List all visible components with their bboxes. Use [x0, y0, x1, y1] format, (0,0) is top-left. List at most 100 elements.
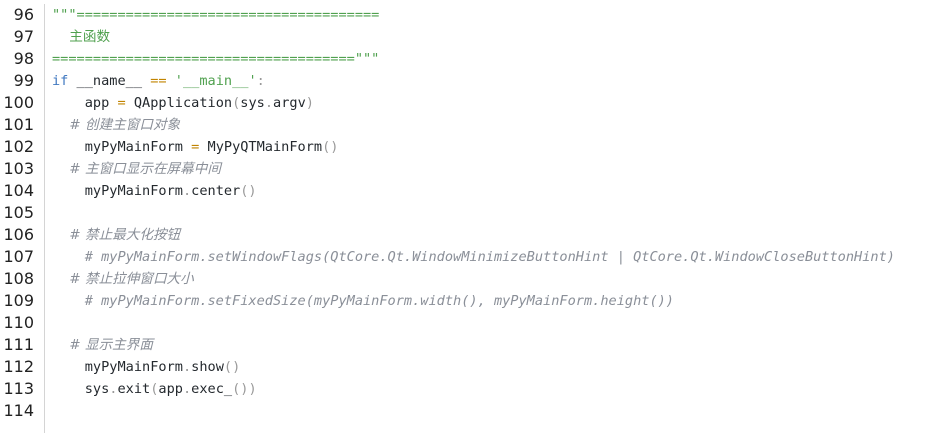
line-number: 113: [3, 379, 34, 398]
code-token: sys: [52, 381, 110, 397]
code-token: # 禁止最大化按钮: [52, 227, 181, 243]
code-token: (: [150, 381, 159, 397]
code-token: =: [117, 95, 126, 111]
code-line[interactable]: 104 myPyMainForm.center(): [0, 180, 929, 202]
line-code: myPyMainForm.show(): [52, 356, 241, 378]
code-line[interactable]: 103 # 主窗口显示在屏幕中间: [0, 158, 929, 180]
code-token: .: [182, 381, 192, 397]
line-code: # myPyMainForm.setWindowFlags(QtCore.Qt.…: [52, 246, 895, 268]
line-number: 104: [3, 181, 34, 200]
code-line[interactable]: 108 # 禁止拉伸窗口大小: [0, 268, 929, 290]
line-code: =====================================""": [52, 48, 379, 70]
code-token: myPyMainForm: [52, 183, 183, 199]
code-token: (): [240, 183, 257, 199]
line-number: 101: [3, 115, 34, 134]
line-number: 103: [3, 159, 34, 178]
code-token: .: [264, 95, 274, 111]
code-token: .: [182, 359, 192, 375]
line-number-gutter: [0, 4, 45, 433]
code-token: # 创建主窗口对象: [52, 117, 181, 133]
line-code: # 禁止拉伸窗口大小: [52, 268, 194, 290]
code-token: __name__: [68, 73, 151, 89]
code-line[interactable]: 101 # 创建主窗口对象: [0, 114, 929, 136]
code-token: .: [109, 381, 118, 397]
code-token: center: [191, 183, 241, 199]
code-line[interactable]: 102 myPyMainForm = MyPyQTMainForm(): [0, 136, 929, 158]
code-line[interactable]: 107 # myPyMainForm.setWindowFlags(QtCore…: [0, 246, 929, 268]
line-code: myPyMainForm = MyPyQTMainForm(): [52, 136, 339, 158]
code-line[interactable]: 113 sys.exit(app.exec_()): [0, 378, 929, 400]
code-token: app: [158, 381, 183, 397]
code-line[interactable]: 110: [0, 312, 929, 334]
line-number: 100: [3, 93, 34, 112]
line-code: 主函数: [52, 26, 110, 48]
line-code: # 显示主界面: [52, 334, 153, 356]
line-code: # 创建主窗口对象: [52, 114, 180, 136]
code-token: ==: [150, 73, 167, 89]
code-token: # 禁止拉伸窗口大小: [52, 271, 194, 287]
line-number: 107: [3, 247, 34, 266]
code-token: 主函数: [52, 29, 111, 45]
code-token: :: [256, 73, 265, 89]
code-token: exit: [117, 381, 151, 397]
code-editor[interactable]: 96 """===================================…: [0, 4, 929, 433]
line-number: 105: [3, 203, 34, 222]
code-token: app: [52, 95, 118, 111]
line-code: """=====================================: [52, 4, 379, 26]
code-token: exec_: [191, 381, 233, 397]
code-token: (): [322, 139, 339, 155]
code-token: QApplication: [125, 95, 233, 111]
line-number: 102: [3, 137, 34, 156]
code-line[interactable]: 98 ====================================="…: [0, 48, 929, 70]
line-number: 98: [13, 49, 34, 68]
code-token: ()): [232, 381, 257, 397]
code-token: .: [182, 183, 192, 199]
line-number: 99: [13, 71, 34, 90]
code-line[interactable]: 111 # 显示主界面: [0, 334, 929, 356]
code-token: ): [305, 95, 314, 111]
code-line[interactable]: 97 主函数: [0, 26, 929, 48]
code-token: [167, 73, 175, 89]
code-token: MyPyQTMainForm: [199, 139, 323, 155]
line-number: 114: [3, 401, 34, 420]
line-number: 110: [3, 313, 34, 332]
code-line[interactable]: 105: [0, 202, 929, 224]
line-code: # 主窗口显示在屏幕中间: [52, 158, 221, 180]
code-line[interactable]: 109 # myPyMainForm.setFixedSize(myPyMain…: [0, 290, 929, 312]
code-token: if: [52, 73, 69, 89]
code-token: # myPyMainForm.setWindowFlags(QtCore.Qt.…: [52, 249, 895, 265]
line-number: 96: [13, 5, 34, 24]
code-line[interactable]: 100 app = QApplication(sys.argv): [0, 92, 929, 114]
line-number: 111: [3, 335, 34, 354]
code-token: myPyMainForm: [52, 139, 192, 155]
code-line[interactable]: 96 """===================================…: [0, 4, 929, 26]
code-line[interactable]: 114: [0, 400, 929, 422]
code-token: # 主窗口显示在屏幕中间: [52, 161, 221, 177]
code-token: # myPyMainForm.setFixedSize(myPyMainForm…: [52, 293, 674, 309]
code-token: =====================================""": [52, 51, 380, 67]
line-number: 108: [3, 269, 34, 288]
code-line[interactable]: 99 if __name__ == '__main__':: [0, 70, 929, 92]
line-code: sys.exit(app.exec_()): [52, 378, 257, 400]
code-token: =: [191, 139, 200, 155]
code-token: '__main__': [174, 73, 257, 89]
line-code: # 禁止最大化按钮: [52, 224, 180, 246]
line-number: 97: [13, 27, 34, 46]
code-line[interactable]: 112 myPyMainForm.show(): [0, 356, 929, 378]
line-number: 106: [3, 225, 34, 244]
line-code: # myPyMainForm.setFixedSize(myPyMainForm…: [52, 290, 674, 312]
line-code: myPyMainForm.center(): [52, 180, 257, 202]
line-code: if __name__ == '__main__':: [52, 70, 265, 92]
code-token: show: [191, 359, 224, 375]
code-token: myPyMainForm: [52, 359, 183, 375]
code-line[interactable]: 106 # 禁止最大化按钮: [0, 224, 929, 246]
code-token: argv: [273, 95, 306, 111]
line-code: app = QApplication(sys.argv): [52, 92, 314, 114]
code-token: sys: [240, 95, 265, 111]
code-token: (): [223, 359, 241, 375]
code-token: (: [232, 95, 241, 111]
code-token: # 显示主界面: [52, 337, 153, 353]
line-number: 112: [3, 357, 34, 376]
code-token: """=====================================: [52, 7, 380, 23]
line-number: 109: [3, 291, 34, 310]
